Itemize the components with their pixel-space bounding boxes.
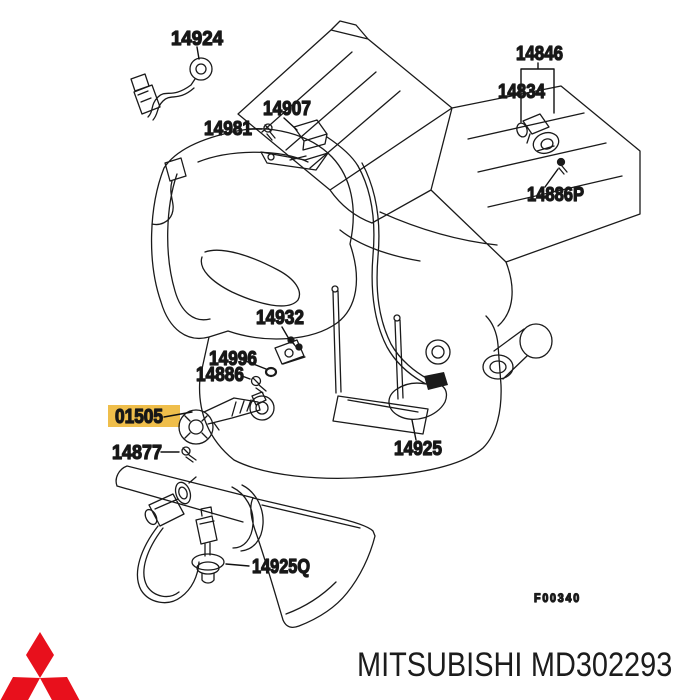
part-label-14886: 14886 <box>196 364 244 386</box>
logo-diamond-left <box>0 677 40 700</box>
part-label-14981: 14981 <box>204 118 252 140</box>
pipe-clamp-ring <box>174 481 192 505</box>
grommet-14925Q <box>191 553 225 571</box>
part-label-14932: 14932 <box>256 307 304 329</box>
part-label-14925Q: 14925Q <box>252 556 310 578</box>
part-label-14924: 14924 <box>171 28 224 50</box>
o-ring-14834 <box>516 122 528 138</box>
part-label-14886P: 14886P <box>527 184 584 206</box>
parts-diagram-figure: 14924 14907 14981 14846 14834 14886P 149… <box>108 20 641 628</box>
sensor-14932 <box>274 339 306 365</box>
exhaust-pipe-and-shield <box>115 465 376 628</box>
connector-14907-and-screw-14981 <box>260 119 359 171</box>
grommet-14925Q-inner <box>196 561 220 575</box>
coolant-flange <box>482 354 514 380</box>
figure-code: F00340 <box>534 591 581 605</box>
bolts-14932 <box>287 336 303 351</box>
crank-angle-sensor-01505 <box>178 391 267 445</box>
logo-diamond-top <box>26 632 54 678</box>
oxygen-sensor-14925Q <box>136 476 218 604</box>
logo-diamond-right <box>40 677 80 700</box>
part-label-14925: 14925 <box>394 438 442 460</box>
catalog-part-code: MD302293 <box>530 646 673 684</box>
coolant-flange-inner <box>489 360 507 374</box>
part-label-14877: 14877 <box>112 442 162 464</box>
part-label-14907: 14907 <box>263 98 311 120</box>
sensor-14846-body <box>532 131 560 155</box>
pipe-clamp-ring-inner <box>178 486 188 500</box>
engine-timing-cover <box>150 128 358 340</box>
bolt-14886 <box>250 375 267 394</box>
part-label-14996: 14996 <box>209 348 257 370</box>
brand-name: MITSUBISHI <box>357 646 523 684</box>
o-ring-14996 <box>264 366 278 378</box>
mitsubishi-logo <box>0 632 80 700</box>
harness-cable-14925 <box>357 162 448 420</box>
bolt-14877 <box>181 446 197 463</box>
part-label-01505-highlighted: 01505 <box>115 406 163 428</box>
sensor-14924 <box>130 57 213 121</box>
leader-lines <box>160 46 559 567</box>
harness-plug-14925 <box>424 372 448 390</box>
sensor-tip <box>144 508 158 526</box>
part-label-14834: 14834 <box>498 81 546 103</box>
highlight-01505 <box>108 405 180 427</box>
part-label-14846: 14846 <box>516 43 563 65</box>
screw-14886P <box>556 157 568 175</box>
engine-valve-covers <box>237 20 641 263</box>
sensor-14846-body-inner <box>540 138 554 150</box>
